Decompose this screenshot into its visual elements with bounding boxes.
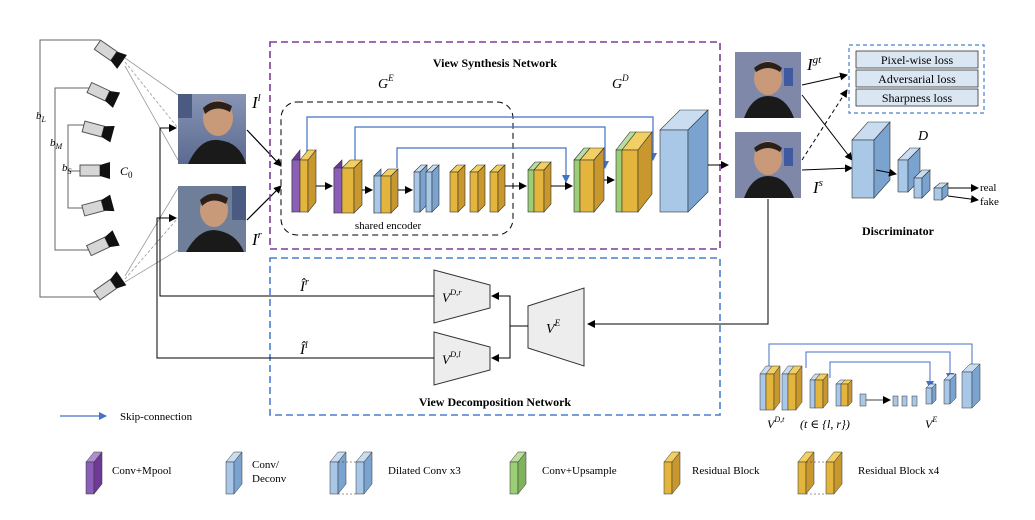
camera-icon [93,39,127,69]
generator-layers [291,109,709,214]
encoder-label: GE [378,73,394,92]
camera-icon [79,162,110,179]
left-input-image [178,94,246,164]
shared-encoder-box [280,101,514,236]
sharpness-loss-label: Sharpness loss [882,91,953,105]
skip-connections [306,116,657,183]
loss-panel: Pixel-wise loss Adversarial loss Sharpne… [848,44,985,114]
legend-dilated-conv-swatch [329,451,373,495]
view-synthesis-network-box [269,41,721,250]
mini-network: VD,t (t ∈ {l, r}) VE [759,343,981,431]
sharpness-loss-box [855,88,979,107]
skip-connection-legend-label: Skip-connection [120,411,193,423]
shared-encoder-label: shared encoder [355,220,422,232]
view-decomposition-network-box [269,257,721,416]
discriminator-label: D [917,129,928,144]
left-view-decoder [433,331,491,386]
discriminator-title: Discriminator [862,224,935,238]
legend-residual-block-x4-label: Residual Block x4 [858,465,940,477]
legend-dilated-conv-label: Dilated Conv x3 [388,465,461,477]
legend-residual-block-label: Residual Block [692,465,760,477]
left-input-label: Il [251,92,261,112]
adversarial-loss-label: Adversarial loss [878,72,956,86]
right-input-image [178,186,246,252]
decoder-label: GD [612,73,629,92]
view-decomposition-network-title: View Decomposition Network [419,395,572,409]
fake-label: fake [980,196,999,208]
camera-icon [93,271,127,301]
reconstructed-left-label: Îl [299,340,308,358]
real-label: real [980,182,996,194]
baseline-label-large: bL [36,110,47,124]
legend: Skip-connection Conv+Mpool Conv/ Deconv [60,411,940,495]
legend-residual-block-x4-swatch [797,451,843,495]
pixel-wise-loss-box [855,50,979,69]
adversarial-loss-box [855,69,979,88]
legend-conv-upsample-label: Conv+Upsample [542,465,617,477]
ground-truth-image [735,52,801,118]
legend-residual-block-swatch [663,451,681,495]
camera-icon [85,230,120,257]
right-input-label: Ir [251,229,263,249]
pixel-wise-loss-label: Pixel-wise loss [881,53,954,67]
camera-icon [81,194,115,217]
legend-conv-deconv-label: Conv/ [252,459,280,471]
legend-conv-upsample-swatch [509,451,527,495]
legend-conv-mpool-label: Conv+Mpool [112,465,171,477]
baseline-label-medium: bM [50,137,64,151]
baseline-label-small: bS [62,162,72,176]
legend-conv-deconv-swatch [225,451,243,495]
camera-icon [86,81,121,108]
mini-condition-label: (t ∈ {l, r}) [800,417,850,431]
legend-conv-mpool-swatch [85,451,103,495]
center-camera-label: C0 [120,164,133,180]
right-view-decoder [433,269,491,324]
view-synthesis-network-title: View Synthesis Network [433,56,558,70]
discriminator-layers [851,121,949,201]
synthesized-image [735,132,801,198]
decomposition-encoder [527,287,585,367]
synthesized-label: Is [812,177,823,197]
mini-encoder-label: VE [925,415,937,431]
legend-conv-deconv-label-2: Deconv [252,473,287,485]
camera-icon [81,120,115,143]
mini-decoder-label: VD,t [767,415,785,431]
reconstructed-right-label: Îr [299,277,309,295]
ground-truth-label: Igt [806,54,822,74]
